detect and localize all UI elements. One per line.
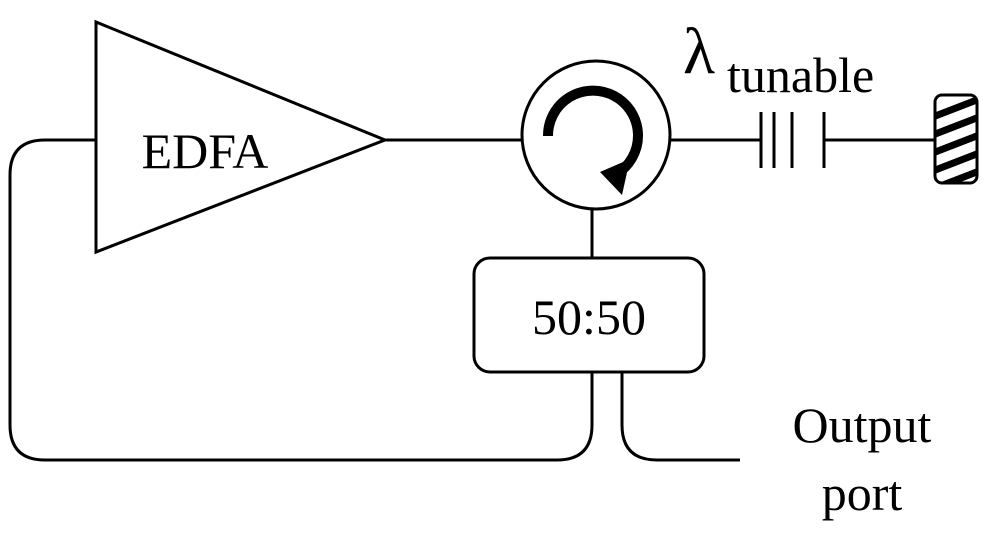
coupler-box — [472, 256, 706, 374]
coupler-label: 50:50 — [532, 289, 646, 345]
output-label-line2: port — [822, 465, 903, 521]
feedback-loop-fiber — [8, 138, 594, 462]
output-port-fiber — [620, 372, 740, 462]
tunable-filter-icon — [759, 112, 826, 168]
edfa-label: EDFA — [142, 123, 269, 179]
output-label-line1: Output — [793, 397, 932, 453]
circulator-icon — [520, 59, 672, 211]
grating-icon — [933, 93, 979, 185]
edfa-amplifier-triangle — [94, 19, 390, 255]
lambda-symbol-label: λ — [683, 15, 715, 88]
lambda-tunable-subscript: tunable — [727, 47, 874, 103]
